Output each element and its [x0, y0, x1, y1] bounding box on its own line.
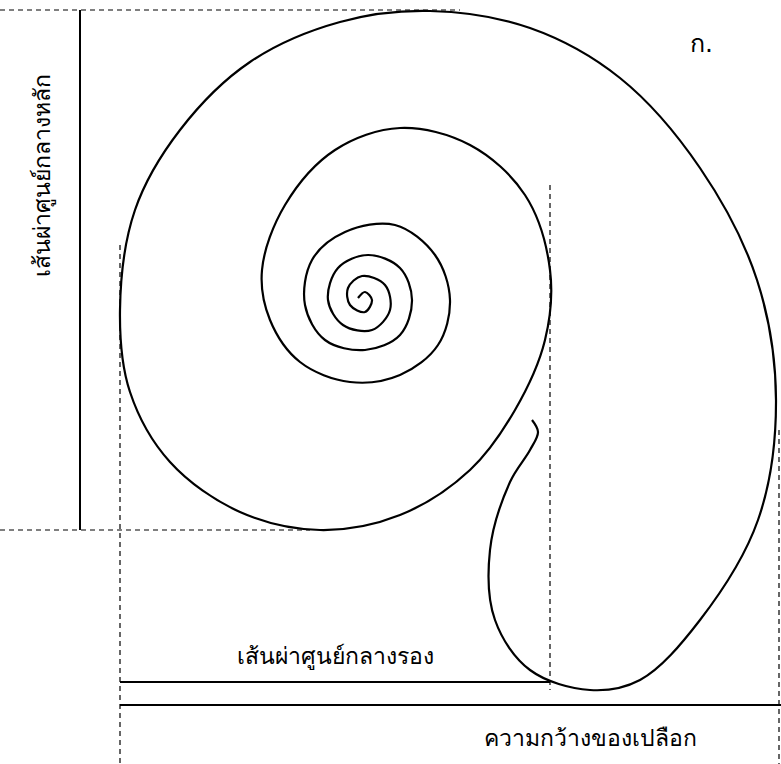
dimension-line [120, 681, 550, 683]
dimension-lines [80, 10, 781, 705]
dimension-label: เส้นผ่าศูนย์กลางหลัก [29, 74, 55, 277]
dimension-line [120, 704, 781, 706]
guide-line [778, 430, 779, 764]
guide-line [0, 529, 310, 530]
dimension-label: ความกว้างของเปลือก [481, 725, 700, 751]
shell-outline [120, 11, 776, 690]
dimension-line [79, 10, 81, 530]
figure-letter: ก. [690, 30, 713, 59]
dimension-label: เส้นผ่าศูนย์กลางรอง [234, 643, 437, 669]
guide-lines [0, 10, 779, 764]
guide-line [0, 9, 460, 10]
